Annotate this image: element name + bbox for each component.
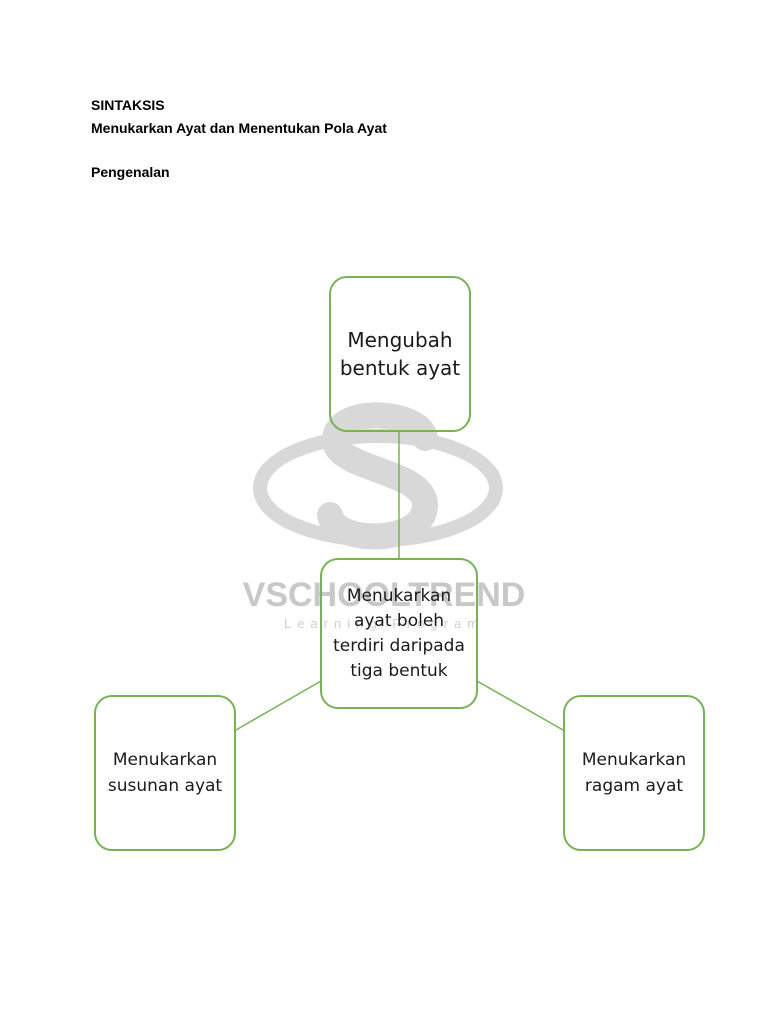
node-left-label: Menukarkan susunan ayat (107, 750, 223, 796)
node-center-menukarkan-ayat: Menukarkan ayat boleh terdiri daripada t… (320, 558, 478, 709)
node-menukarkan-ragam-ayat: Menukarkan ragam ayat (563, 695, 705, 851)
document-title: Menukarkan Ayat dan Menentukan Pola Ayat (91, 120, 387, 136)
section-heading: Pengenalan (91, 164, 170, 180)
document-label: SINTAKSIS (91, 97, 165, 113)
connector-right (476, 680, 564, 731)
node-center-label: Menukarkan ayat boleh terdiri daripada t… (333, 585, 465, 681)
node-right-label: Menukarkan ragam ayat (581, 750, 687, 796)
node-menukarkan-susunan-ayat: Menukarkan susunan ayat (94, 695, 236, 851)
node-mengubah-bentuk-ayat: Mengubah bentuk ayat (329, 276, 471, 432)
node-top-label: Mengubah bentuk ayat (339, 328, 461, 380)
connector-left (235, 680, 322, 731)
